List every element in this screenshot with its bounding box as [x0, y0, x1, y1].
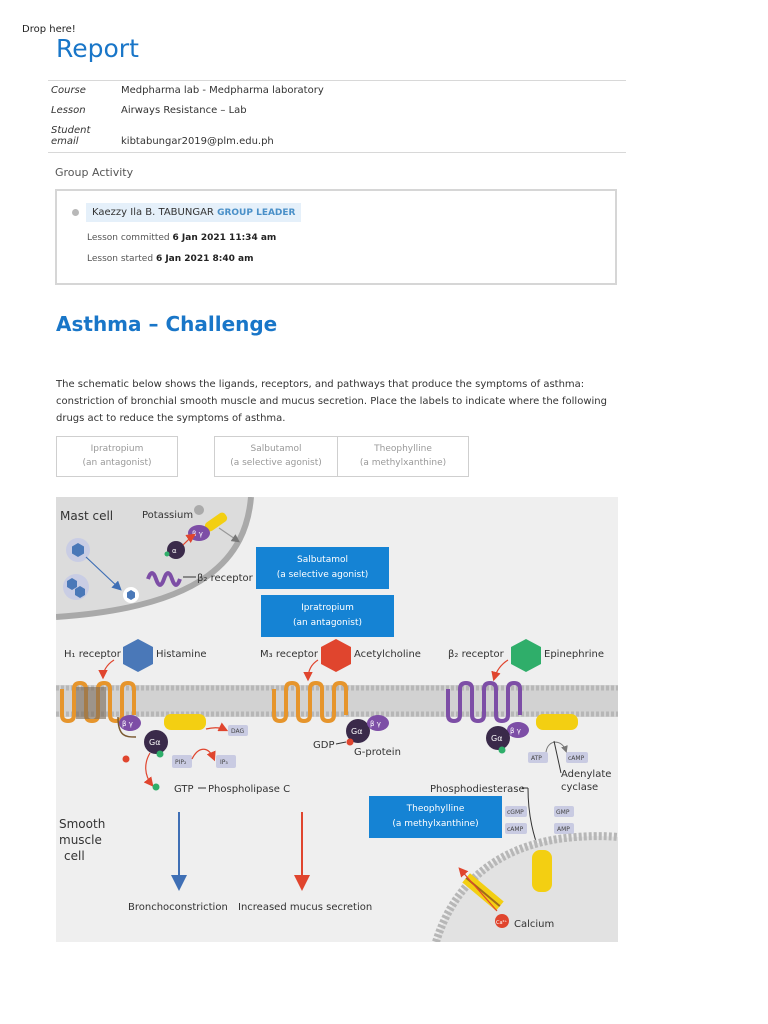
placed-label-theophylline[interactable]: Theophylline (a methylxanthine)	[369, 796, 502, 838]
alpha-label: α	[172, 547, 177, 555]
member-name: Kaezzy Ila B. TABUNGAR	[92, 207, 214, 218]
adenylate-label: Adenylate	[561, 769, 611, 780]
gtp-label: GTP	[174, 784, 194, 795]
asthma-pathway-diagram: Mast cell Potassium β γ α β₂ receptor H₁…	[56, 497, 618, 942]
camp-label: cAMP	[507, 826, 524, 833]
m3-receptor-label: M₃ receptor	[260, 649, 319, 660]
beta-gamma-label: β γ	[122, 720, 133, 728]
label-note: (a selective agonist)	[215, 456, 337, 470]
label-slot-salbutamol[interactable]: Salbutamol (a selective agonist)	[214, 436, 338, 477]
beta2-receptor-top-label: β₂ receptor	[197, 573, 254, 584]
smooth-muscle-label: cell	[64, 849, 85, 863]
dag-label: DAG	[231, 728, 245, 735]
smooth-muscle-label: muscle	[59, 833, 102, 847]
committed-label: Lesson committed	[87, 233, 170, 243]
beta-gamma-label: β γ	[510, 727, 521, 735]
divider	[48, 80, 626, 81]
label-name: Theophylline	[338, 442, 468, 456]
calcium-release-channel	[532, 850, 552, 892]
label-name: Salbutamol	[256, 553, 389, 568]
bronchoconstriction-label: Bronchoconstriction	[128, 902, 228, 913]
label-name: Theophylline	[369, 802, 502, 817]
page-title: Report	[56, 34, 139, 63]
acetylcholine-label: Acetylcholine	[354, 649, 421, 660]
committed-value: 6 Jan 2021 11:34 am	[173, 233, 277, 243]
label-note: (a methylxanthine)	[338, 456, 468, 470]
cyclase-label: cyclase	[561, 782, 598, 793]
lesson-committed: Lesson committed 6 Jan 2021 11:34 am	[87, 233, 276, 243]
beta-gamma-label: β γ	[370, 720, 381, 728]
epinephrine-ligand-icon	[511, 639, 541, 672]
started-value: 6 Jan 2021 8:40 am	[156, 254, 254, 264]
placed-label-salbutamol[interactable]: Salbutamol (a selective agonist)	[256, 547, 389, 589]
meta-value: kibtabungar2019@plm.edu.ph	[121, 136, 274, 147]
gmp-label: GMP	[556, 809, 570, 816]
ca-symbol: Ca²⁺	[496, 920, 508, 926]
placed-label-ipratropium[interactable]: Ipratropium (an antagonist)	[261, 595, 394, 637]
meta-key: Course	[51, 85, 121, 96]
group-activity-title: Group Activity	[55, 166, 133, 179]
beta-gamma-label: β γ	[192, 530, 203, 538]
label-name: Salbutamol	[215, 442, 337, 456]
meta-key: Student email	[51, 125, 121, 147]
potassium-label: Potassium	[142, 510, 193, 521]
cgmp-label: cGMP	[507, 809, 524, 816]
g-protein-label: G-protein	[354, 747, 401, 758]
label-name: Ipratropium	[57, 442, 177, 456]
label-note: (an antagonist)	[57, 456, 177, 470]
label-note: (a selective agonist)	[256, 568, 389, 583]
beta2-receptor-label: β₂ receptor	[448, 649, 505, 660]
ip3-label: IP₃	[220, 759, 228, 766]
epinephrine-label: Epinephrine	[544, 649, 604, 660]
g-alpha-label: Gα	[351, 727, 362, 736]
h1-receptor-label: H₁ receptor	[64, 649, 122, 660]
phospholipase-c-label: Phospholipase C	[208, 784, 290, 795]
amp-label: AMP	[557, 826, 570, 833]
member-status-dot	[72, 209, 79, 216]
calcium-label: Calcium	[514, 919, 554, 930]
started-label: Lesson started	[87, 254, 153, 264]
phospholipase-c-enzyme	[164, 714, 206, 730]
label-name: Ipratropium	[261, 601, 394, 616]
smooth-muscle-membrane	[56, 685, 618, 717]
m3-receptor	[274, 683, 346, 721]
challenge-intro: The schematic below shows the ligands, r…	[56, 376, 616, 427]
meta-value: Medpharma lab - Medpharma laboratory	[121, 85, 324, 96]
histamine-label: Histamine	[156, 649, 207, 660]
phosphodiesterase-label: Phosphodiesterase	[430, 784, 525, 795]
g-alpha-label: Gα	[149, 738, 160, 747]
mast-cell-label: Mast cell	[60, 509, 113, 523]
meta-key: Lesson	[51, 105, 121, 116]
histamine-ligand-icon	[123, 639, 153, 672]
member-role: GROUP LEADER	[217, 208, 295, 218]
smooth-muscle-label: Smooth	[59, 817, 105, 831]
label-note: (an antagonist)	[261, 616, 394, 631]
meta-value: Airways Resistance – Lab	[121, 105, 247, 116]
beta2-receptor	[448, 683, 520, 721]
gdp-label: GDP	[313, 740, 334, 751]
g-alpha-label: Gα	[491, 734, 502, 743]
mucus-secretion-label: Increased mucus secretion	[238, 902, 372, 913]
atp-label: ATP	[531, 755, 542, 762]
label-slot-ipratropium[interactable]: Ipratropium (an antagonist)	[56, 436, 178, 477]
label-slot-theophylline[interactable]: Theophylline (a methylxanthine)	[337, 436, 469, 477]
camp-label: cAMP	[568, 755, 585, 762]
acetylcholine-ligand-icon	[321, 639, 351, 672]
pip2-label: PIP₂	[175, 759, 187, 766]
challenge-title: Asthma – Challenge	[56, 312, 277, 336]
sarcoplasmic-reticulum: Ca²⁺ Calcium	[436, 836, 618, 942]
mast-cell: Mast cell Potassium β γ α β₂ receptor	[56, 497, 254, 617]
label-note: (a methylxanthine)	[369, 817, 502, 832]
lesson-started: Lesson started 6 Jan 2021 8:40 am	[87, 254, 253, 264]
divider	[48, 152, 626, 153]
adenylate-cyclase-enzyme	[536, 714, 578, 730]
group-member-badge: Kaezzy Ila B. TABUNGAR GROUP LEADER	[86, 203, 301, 222]
